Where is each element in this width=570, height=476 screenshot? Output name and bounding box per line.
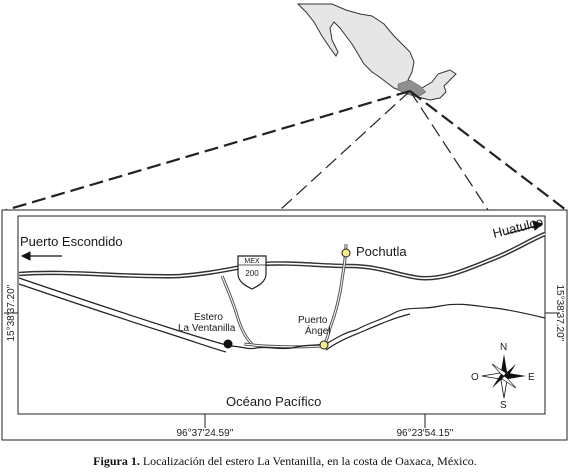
coord-lat-left: 15°38'37.20'' [6, 284, 17, 341]
direction-arrows [20, 220, 543, 261]
compass-rose: N S E O [471, 342, 535, 411]
label-estero-line2: La Ventanilla [178, 323, 236, 334]
coord-lon-left: 96°37'24.59'' [177, 428, 234, 439]
coord-lat-right: 15°38'37.20'' [554, 285, 565, 342]
label-puerto-angel-line1: Puerto [298, 315, 328, 326]
compass-east: E [528, 372, 535, 383]
map-inner-frame [17, 215, 546, 415]
caption-text: Localización del estero La Ventanilla, e… [139, 454, 477, 468]
shield-200: 200 [245, 269, 259, 278]
highway-shield: MEX 200 [237, 255, 267, 290]
caption-label: Figura 1. [93, 454, 140, 468]
label-estero-line1: Estero [194, 312, 223, 323]
location-map: Puerto Escondido Huatulco Pochutla Ester… [1, 3, 568, 441]
label-puerto-angel-line2: Ángel [305, 324, 331, 337]
figure-caption: Figura 1. Localización del estero La Ven… [0, 454, 570, 469]
compass-south: S [500, 400, 507, 411]
arrow-east [505, 225, 537, 235]
coord-lon-right: 96°23'54.15'' [397, 428, 454, 439]
compass-west: O [471, 372, 479, 383]
marker-estero-la-ventanilla [223, 339, 233, 349]
marker-pochutla [341, 248, 351, 258]
marker-puerto-angel [319, 340, 329, 350]
leader-lines [5, 89, 567, 212]
frame-ticks [4, 312, 560, 428]
label-puerto-escondido: Puerto Escondido [20, 234, 123, 249]
mexico-inset-map [296, 3, 457, 101]
highway-mex-200 [18, 231, 546, 281]
shield-mex: MEX [244, 258, 260, 265]
secondary-roads [220, 243, 348, 349]
label-pochutla: Pochutla [356, 244, 407, 259]
label-ocean: Océano Pacífico [226, 394, 321, 409]
mexico-outline [296, 3, 457, 101]
compass-north: N [500, 342, 507, 353]
